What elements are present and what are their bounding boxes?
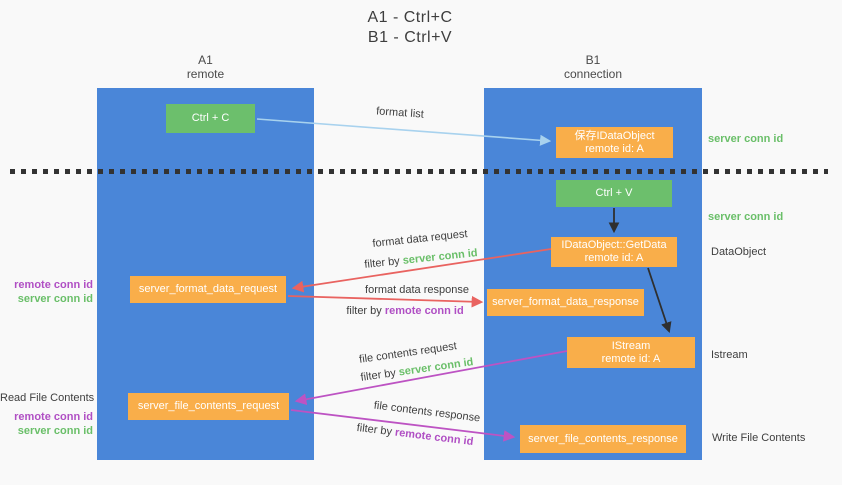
server-conn-id-label-top-left: server conn id	[17, 293, 93, 305]
ctrl-v-label: Ctrl + V	[595, 187, 633, 199]
getdata-line2: remote id: A	[584, 252, 644, 264]
server-format-data-response-label: server_format_data_response	[492, 296, 639, 308]
diagram-title: A1 - Ctrl+C B1 - Ctrl+V	[0, 8, 820, 48]
format-data-response-arrow	[287, 295, 484, 308]
format-data-response-label: format data response	[365, 284, 469, 296]
dataobject-label: DataObject	[711, 246, 767, 258]
session-divider-dotted-line	[10, 169, 828, 174]
server-conn-id-key: server conn id	[397, 356, 475, 379]
remote-conn-id-key: remote conn id	[384, 305, 464, 317]
write-file-contents-label: Write File Contents	[712, 432, 806, 444]
ctrl-c-node: Ctrl + C	[166, 104, 255, 133]
server-file-contents-request-node: server_file_contents_request	[128, 393, 289, 420]
server-conn-id-label-top-right: server conn id	[708, 133, 784, 145]
server-file-contents-response-node: server_file_contents_response	[520, 425, 686, 453]
remote-conn-id-key: remote conn id	[394, 426, 474, 449]
save-dataobject-node: 保存IDataObject remote id: A	[556, 127, 673, 158]
file-contents-response-filter-label: filter by remote conn id	[350, 421, 480, 449]
filter-by-text: filter by	[363, 254, 404, 271]
istream-line1: IStream	[611, 339, 651, 352]
getdata-node: IDataObject::GetData remote id: A	[551, 237, 677, 267]
getdata-line1: IDataObject::GetData	[561, 239, 667, 251]
lane-b1-id: B1	[585, 53, 601, 67]
title-line-a1: A1 - Ctrl+C	[367, 9, 453, 26]
server-conn-id-label-mid-right: server conn id	[708, 211, 784, 223]
server-format-data-request-label: server_format_data_request	[138, 283, 278, 295]
read-file-contents-label: Read File Contents	[0, 392, 95, 404]
server-conn-id-label-bottom-left: server conn id	[17, 425, 93, 437]
format-data-request-filter-label: filter by server conn id	[356, 246, 487, 272]
ctrl-v-node: Ctrl + V	[556, 180, 672, 207]
ctrl-c-label: Ctrl + C	[191, 112, 230, 124]
file-contents-response-label: file contents response	[373, 399, 481, 425]
server-file-contents-response-label: server_file_contents_response	[528, 432, 678, 445]
remote-conn-id-label-top-left: remote conn id	[14, 279, 93, 291]
lane-header-a1: A1 remote	[97, 53, 314, 81]
server-format-data-response-node: server_format_data_response	[487, 289, 644, 316]
lane-a1-subtitle: remote	[186, 67, 225, 81]
istream-line2: remote id: A	[601, 352, 661, 365]
filter-by-text: filter by	[359, 366, 400, 384]
lane-b1-subtitle: connection	[563, 67, 623, 81]
server-file-contents-request-label: server_file_contents_request	[137, 400, 280, 412]
server-format-data-request-node: server_format_data_request	[130, 276, 286, 303]
istream-side-label: Istream	[711, 349, 748, 361]
filter-by-text: filter by	[356, 421, 396, 439]
filter-by-text: filter by	[346, 305, 385, 317]
save-dataobject-line1: 保存IDataObject	[574, 129, 655, 142]
remote-conn-id-label-bottom-left: remote conn id	[14, 411, 93, 423]
lane-header-b1: B1 connection	[484, 53, 702, 81]
save-dataobject-line2: remote id: A	[585, 142, 644, 155]
istream-node: IStream remote id: A	[567, 337, 695, 368]
server-conn-id-key: server conn id	[402, 247, 479, 267]
lane-a1-id: A1	[198, 53, 213, 67]
title-line-b1: B1 - Ctrl+V	[367, 29, 453, 46]
format-data-response-filter-label: filter by remote conn id	[340, 305, 470, 317]
format-list-label: format list	[375, 105, 425, 121]
